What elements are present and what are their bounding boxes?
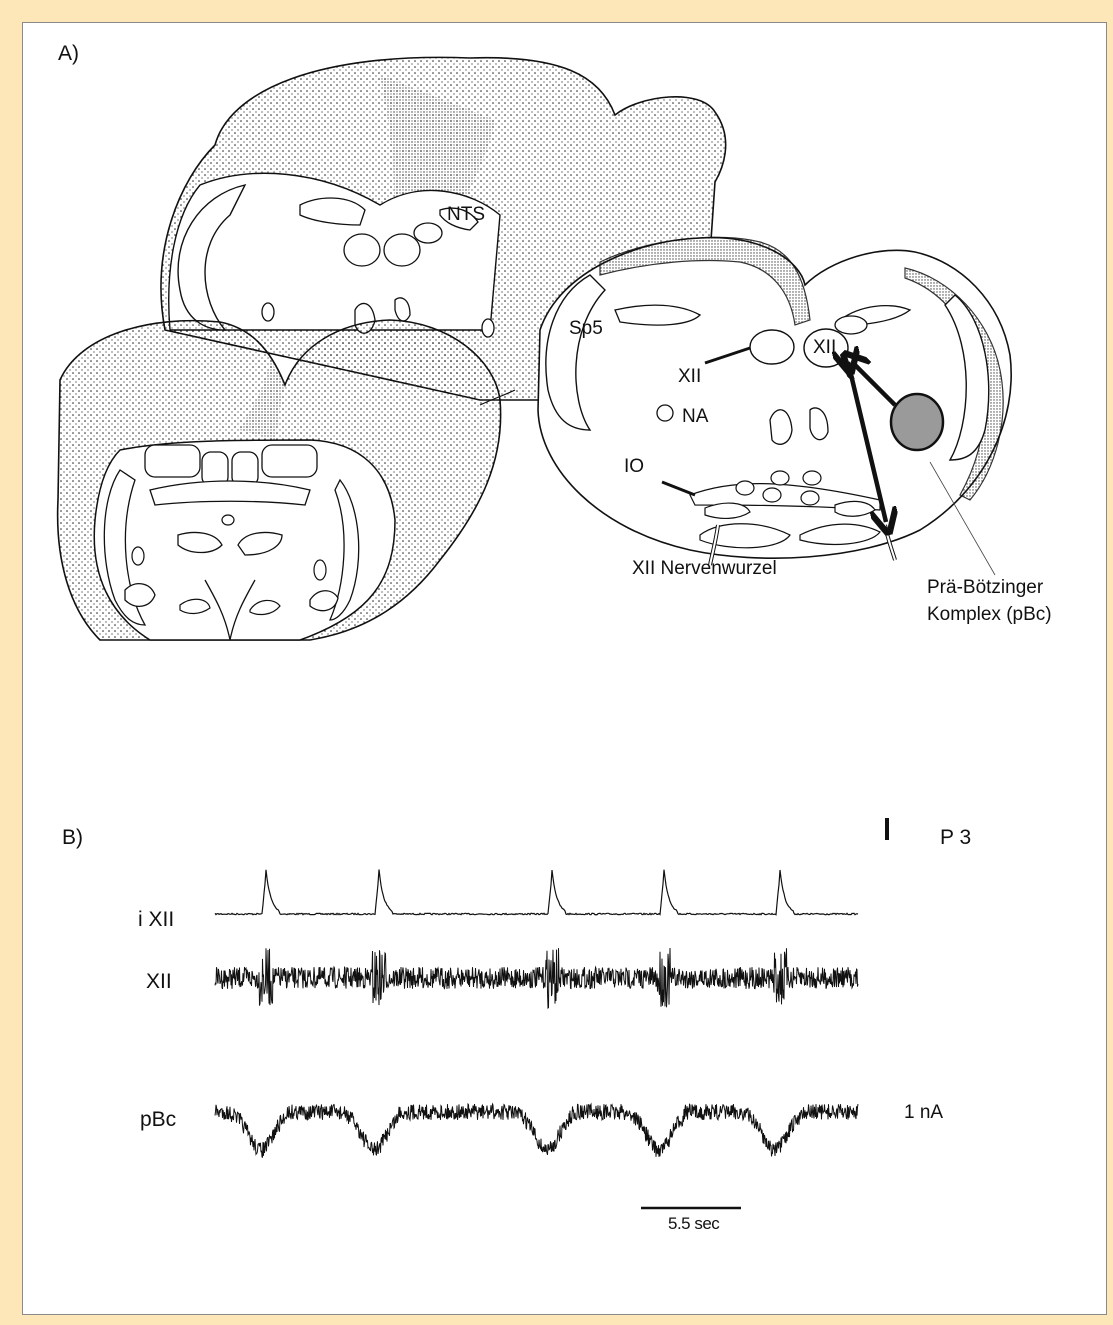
panel-b-label: B) — [62, 826, 83, 850]
current-scale-label: 1 nA — [904, 1102, 943, 1124]
na-label: NA — [682, 406, 708, 428]
nts-label: NTS — [447, 204, 485, 226]
medulla-section-lower — [58, 320, 501, 640]
trace-xii-label: XII — [146, 970, 172, 994]
xii-root-label: XII Nervenwurzel — [632, 558, 777, 580]
sp5-label: Sp5 — [569, 318, 603, 340]
io-label: IO — [624, 456, 644, 478]
trace-ixii-label: i XII — [138, 908, 174, 932]
current-scale-bar — [885, 818, 889, 840]
pbc-marker — [891, 394, 943, 450]
trace-pbc-label: pBc — [140, 1108, 176, 1132]
xii-right-label: XII — [813, 337, 836, 359]
trace-xii-line — [215, 948, 858, 1008]
age-label: P 3 — [940, 826, 971, 850]
trace-ixii-line — [215, 870, 858, 915]
panel-a-label: A) — [58, 42, 79, 66]
time-scale-label: 5.5 sec — [668, 1214, 719, 1234]
pbc-label-line1: Prä-Bötzinger — [927, 577, 1043, 599]
medulla-section-right — [538, 237, 1011, 565]
xii-left-label: XII — [678, 366, 701, 388]
trace-pbc-line — [215, 1104, 858, 1157]
pbc-label-line2: Komplex (pBc) — [927, 604, 1052, 626]
